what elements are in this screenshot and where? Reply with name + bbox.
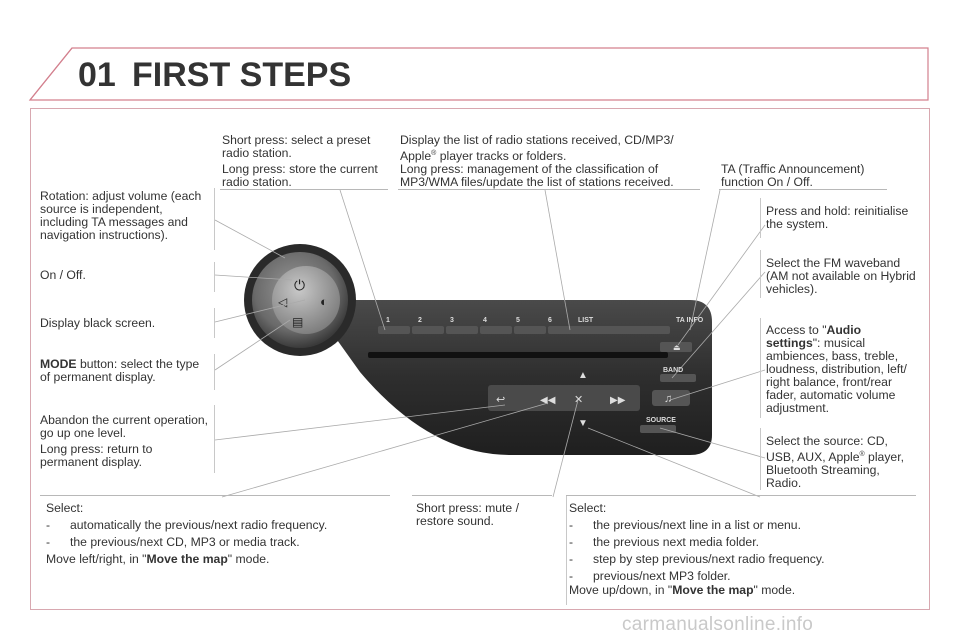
- preset-label-1: 1: [386, 317, 390, 324]
- ta-info-label: TA INFO: [676, 317, 704, 324]
- music-note-icon: ♫: [664, 393, 672, 405]
- callout-press-hold: Press and hold: reinitialise the system.: [766, 204, 909, 231]
- audio-prefix: Access to ": [766, 323, 827, 337]
- callout-preset-short: Short press: select a preset radio stati…: [222, 133, 371, 160]
- select-right-tail: Move up/down, in "Move the map" mode.: [569, 584, 899, 597]
- preset-label-4: 4: [483, 317, 487, 324]
- select-left-item: automatically the previous/next radio fr…: [46, 519, 391, 533]
- select-left-tail: Move left/right, in "Move the map" mode.: [46, 553, 391, 566]
- preset-label-3: 3: [450, 317, 454, 324]
- callout-source: Select the source: CD, USB, AUX, Apple® …: [766, 434, 916, 491]
- audio-description: ": musical ambiences, bass, treble, loud…: [766, 336, 907, 415]
- forward-icon: ▶▶: [610, 395, 626, 406]
- speaker-icon: ◁: [278, 295, 288, 309]
- callout-fm: Select the FM waveband (AM not available…: [766, 256, 916, 296]
- select-right-sep: [566, 495, 567, 605]
- list-display-line1: Display the list of radio stations recei…: [400, 133, 674, 147]
- contrast-icon: ◐: [320, 294, 328, 309]
- select-right-topline: [566, 495, 916, 496]
- select-left-topline: [40, 495, 390, 496]
- select-left-item: the previous/next CD, MP3 or media track…: [46, 536, 391, 550]
- band-label: BAND: [663, 367, 683, 374]
- mute-topline: [412, 495, 552, 496]
- mode-description: button: select the type of permanent dis…: [40, 357, 200, 384]
- rewind-icon: ◀◀: [540, 395, 556, 406]
- preset-label-6: 6: [548, 317, 552, 324]
- audio-keyword: Audio settings: [766, 323, 862, 350]
- callout-preset-long: Long press: store the current radio stat…: [222, 162, 378, 189]
- leader-lines: [214, 189, 766, 498]
- callout-abandon-long: Long press: return to permanent display.: [40, 442, 153, 469]
- power-icon: ⏻: [294, 277, 305, 293]
- callout-rotation: Rotation: adjust volume (each source is …: [40, 189, 202, 242]
- mode-sep: [214, 354, 215, 390]
- down-arrow-icon: ▼: [578, 418, 588, 429]
- preset-label-5: 5: [516, 317, 520, 324]
- source-text-2: player, Bluetooth Streaming, Radio.: [766, 450, 904, 491]
- eject-icon: ⏏: [673, 343, 681, 352]
- display-slot: [368, 352, 668, 358]
- select-right-list: the previous/next line in a list or menu…: [569, 519, 899, 587]
- select-right-tail-2: " mode.: [753, 583, 796, 597]
- select-left-tail-bold: Move the map: [146, 552, 228, 566]
- volume-knob-center: [272, 266, 340, 334]
- list-display-rest: player tracks or folders.: [436, 149, 567, 164]
- preset-underline: [220, 189, 388, 190]
- audio-button: [652, 390, 690, 406]
- mode-keyword: MODE: [40, 357, 77, 371]
- source-sep: [760, 428, 761, 490]
- source-text-1: Select the source: CD, USB, AUX, Apple: [766, 434, 888, 465]
- ta-underline: [719, 189, 887, 190]
- callout-list-display: Display the list of radio stations recei…: [400, 134, 710, 163]
- onoff-sep: [214, 262, 215, 292]
- select-left-tail-2: " mode.: [227, 552, 270, 566]
- panel-body: [330, 300, 712, 455]
- select-right-tail-bold: Move the map: [672, 583, 754, 597]
- up-arrow-icon: ▲: [578, 370, 588, 381]
- eject-button: [660, 342, 692, 352]
- select-right-item: the previous/next line in a list or menu…: [569, 519, 899, 533]
- band-button: [660, 374, 696, 382]
- source-label: SOURCE: [646, 417, 676, 424]
- source-reg: ®: [859, 451, 865, 458]
- mute-icon: ✕: [574, 394, 583, 406]
- select-left-list: automatically the previous/next radio fr…: [46, 519, 391, 553]
- black-sep: [214, 308, 215, 338]
- list-display-apple: Apple: [400, 149, 432, 164]
- hold-sep: [760, 198, 761, 238]
- preset-button-row: [378, 326, 670, 334]
- select-left-title: Select:: [46, 501, 84, 515]
- select-right-title: Select:: [569, 501, 607, 515]
- list-label: LIST: [578, 317, 594, 324]
- select-left-tail-1: Move left/right, in ": [46, 552, 147, 566]
- callout-mute: Short press: mute / restore sound.: [416, 501, 519, 528]
- preset-label-2: 2: [418, 317, 422, 324]
- callout-audio: Access to "Audio settings": musical ambi…: [766, 324, 916, 415]
- callout-black-screen: Display black screen.: [40, 316, 156, 330]
- select-right-tail-1: Move up/down, in ": [569, 583, 673, 597]
- abandon-sep: [214, 405, 215, 473]
- callout-on-off: On / Off.: [40, 268, 86, 282]
- chapter-number: 01: [78, 56, 116, 94]
- select-right-item: step by step previous/next radio frequen…: [569, 553, 899, 567]
- nav-pad: [488, 385, 640, 411]
- callout-ta: TA (Traffic Announcement) function On / …: [721, 162, 865, 189]
- callout-abandon: Abandon the current operation, go up one…: [40, 413, 209, 440]
- fm-sep: [760, 250, 761, 298]
- source-button: [640, 425, 676, 433]
- footer-watermark: carmanualsonline.info: [622, 614, 814, 635]
- list-display-reg: ®: [431, 150, 437, 157]
- rotation-sep: [214, 188, 215, 250]
- chapter-title: FIRST STEPS: [132, 56, 352, 94]
- mode-icon: ▤: [292, 315, 303, 329]
- list-underline: [398, 189, 700, 190]
- select-right-item: previous/next MP3 folder.: [569, 570, 899, 584]
- callout-mode: MODE button: select the type of permanen…: [40, 358, 212, 384]
- back-icon: ↩: [496, 394, 505, 406]
- audio-sep: [760, 318, 761, 418]
- select-right-item: the previous next media folder.: [569, 536, 899, 550]
- callout-list-long: Long press: management of the classifica…: [400, 162, 674, 189]
- header-frame: [28, 47, 929, 101]
